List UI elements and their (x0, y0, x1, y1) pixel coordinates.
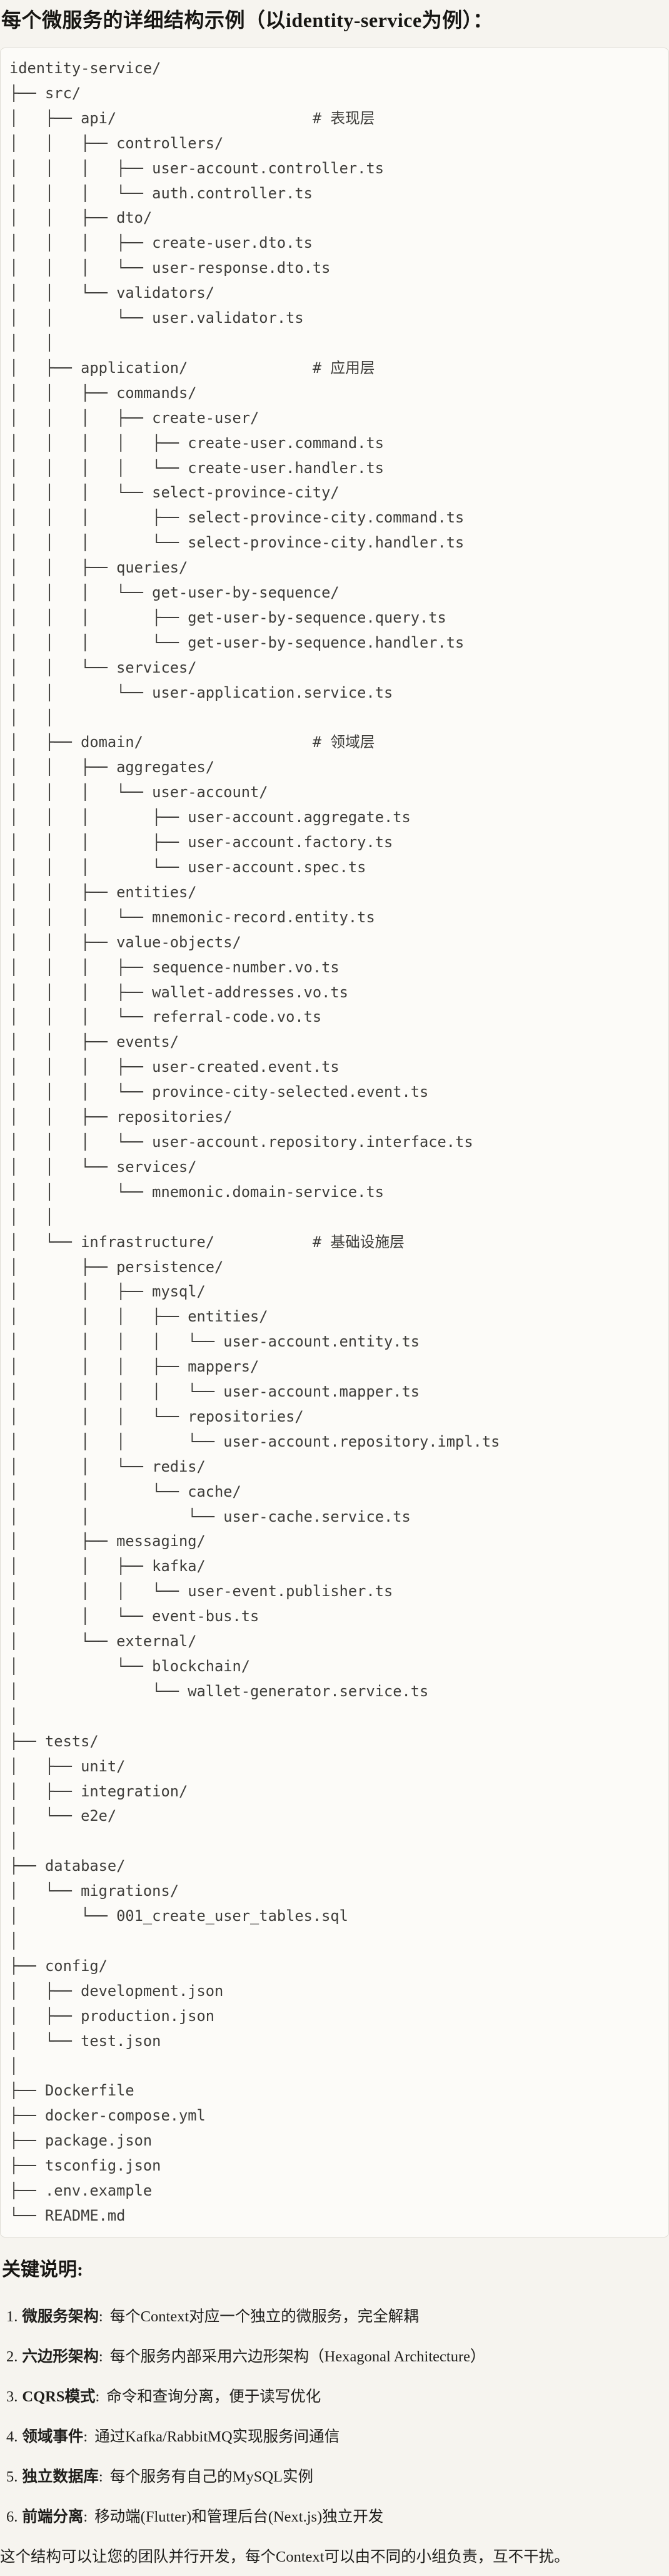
note-colon: : (83, 2428, 88, 2445)
closing-paragraph: 这个结构可以让您的团队并行开发，每个Context可以由不同的小组负责，互不干扰… (0, 2548, 570, 2565)
note-item: 6.前端分离: 移动端(Flutter)和管理后台(Next.js)独立开发 (6, 2506, 669, 2528)
note-desc: 命令和查询分离，便于读写优化 (106, 2388, 321, 2405)
page: 每个微服务的详细结构示例（以identity-service为例）： ident… (0, 6, 669, 2568)
note-term: 微服务架构 (22, 2308, 99, 2325)
note-number: 4. (6, 2428, 18, 2445)
code-block: identity-service/ ├── src/ │ ├── api/ # … (0, 48, 669, 2237)
note-term: 领域事件 (22, 2428, 84, 2445)
note-number: 3. (6, 2388, 18, 2405)
note-colon: : (98, 2308, 103, 2325)
note-term: 前端分离 (22, 2508, 84, 2525)
note-colon: : (98, 2468, 103, 2485)
note-number: 2. (6, 2348, 18, 2365)
note-item: 3.CQRS模式: 命令和查询分离，便于读写优化 (6, 2386, 669, 2408)
note-item: 2.六边形架构: 每个服务内部采用六边形架构（Hexagonal Architec… (6, 2346, 669, 2368)
note-desc: 通过Kafka/RabbitMQ实现服务间通信 (94, 2428, 340, 2445)
note-item: 1.微服务架构: 每个Context对应一个独立的微服务，完全解耦 (6, 2306, 669, 2328)
note-number: 5. (6, 2468, 18, 2485)
note-colon: : (98, 2348, 103, 2365)
note-colon: : (83, 2508, 88, 2525)
note-desc: 移动端(Flutter)和管理后台(Next.js)独立开发 (94, 2508, 384, 2525)
note-colon: : (95, 2388, 100, 2405)
notes-heading: 关键说明: (2, 2259, 83, 2280)
note-desc: 每个服务有自己的MySQL实例 (109, 2468, 314, 2485)
note-desc: 每个服务内部采用六边形架构（Hexagonal Architecture） (109, 2348, 486, 2365)
note-number: 1. (6, 2308, 18, 2325)
note-item: 5.独立数据库: 每个服务有自己的MySQL实例 (6, 2466, 669, 2488)
notes-list: 1.微服务架构: 每个Context对应一个独立的微服务，完全解耦 2.六边形架构… (0, 2306, 669, 2528)
note-desc: 每个Context对应一个独立的微服务，完全解耦 (109, 2308, 419, 2325)
note-term: 独立数据库 (22, 2468, 99, 2485)
note-number: 6. (6, 2508, 18, 2525)
note-item: 4.领域事件: 通过Kafka/RabbitMQ实现服务间通信 (6, 2426, 669, 2448)
directory-tree: identity-service/ ├── src/ │ ├── api/ # … (9, 59, 500, 2224)
note-term: 六边形架构 (22, 2348, 99, 2365)
note-term: CQRS模式 (22, 2388, 96, 2405)
page-title: 每个微服务的详细结构示例（以identity-service为例）： (1, 9, 493, 31)
